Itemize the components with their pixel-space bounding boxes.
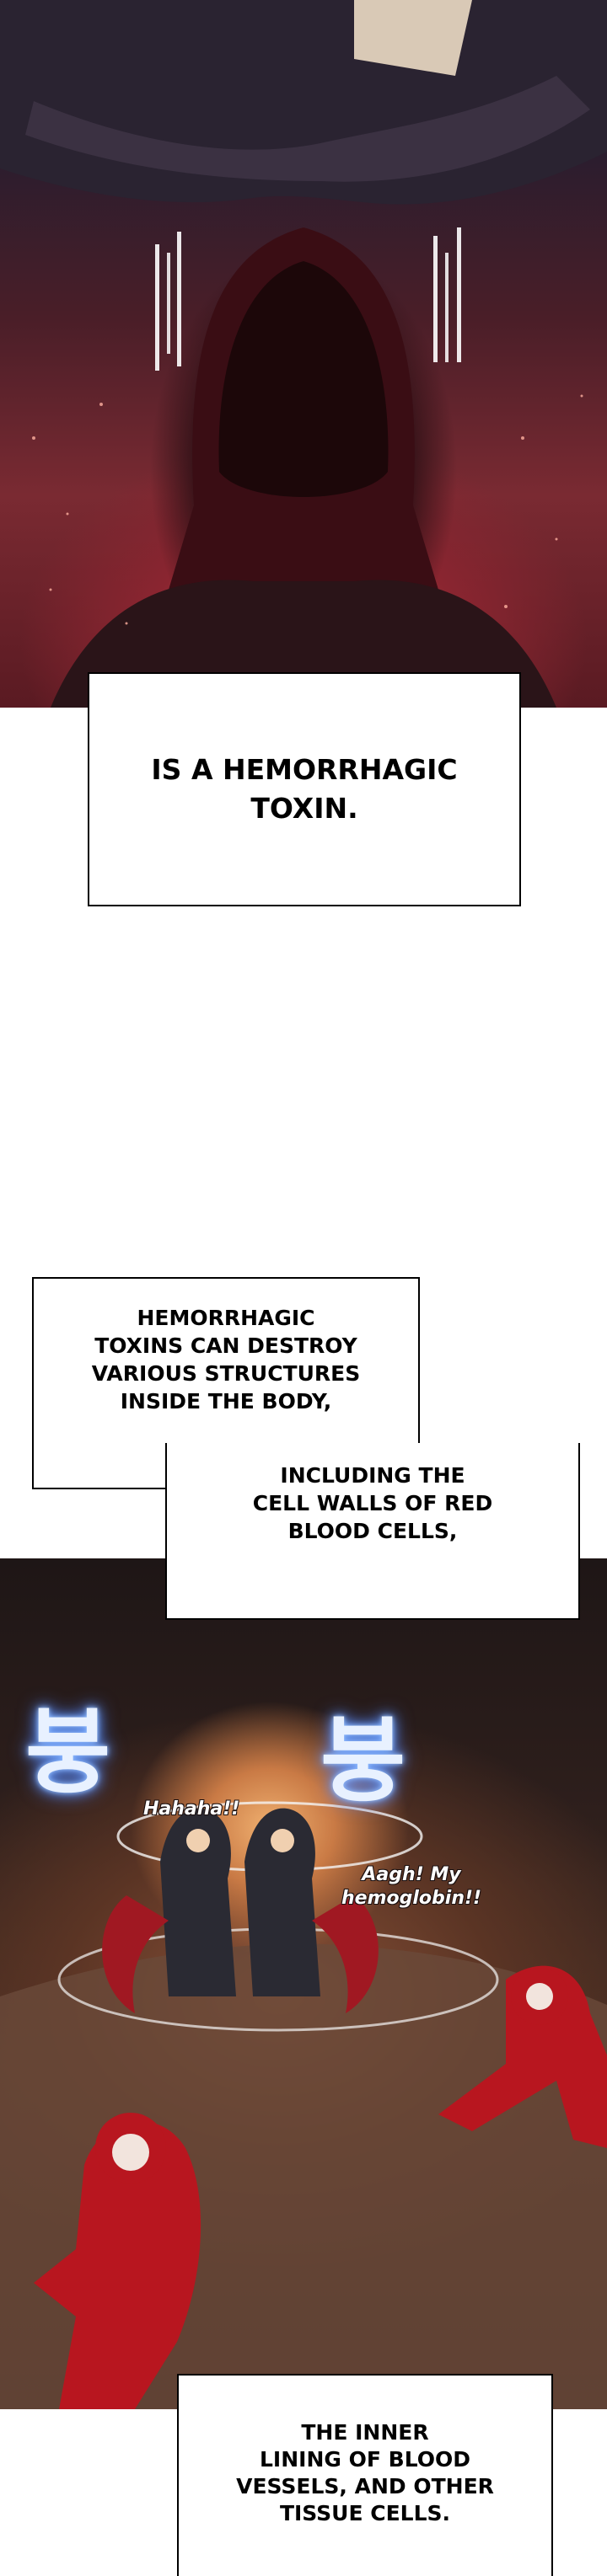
narration-text: THE INNER LINING OF BLOOD VESSELS, AND O…	[236, 2420, 494, 2525]
top-illustration-panel	[0, 0, 607, 708]
laugh-speech: Hahaha!!	[143, 1798, 240, 1820]
cry-speech: Aagh! My hemoglobin!!	[341, 1864, 482, 1909]
twin-figures	[160, 1808, 320, 1996]
cave-illustration-panel: 붕 붕 Hahaha!! Aagh! My hemoglobin!!	[0, 1558, 607, 2409]
narration-text: including the cell walls of red blood ce…	[252, 1463, 493, 1543]
narration-box-red-blood-cells: including the cell walls of red blood ce…	[165, 1443, 580, 1620]
narration-text: IS A HEMORRHAGIC TOXIN.	[151, 753, 458, 825]
whoosh-sfx-left: 붕	[25, 1698, 111, 1806]
whoosh-sfx-right: 붕	[320, 1707, 406, 1814]
narration-text: Hemorrhagic toxins can destroy various s…	[91, 1306, 361, 1414]
narration-box-hemorrhagic-toxin: IS A HEMORRHAGIC TOXIN.	[88, 672, 521, 906]
toxin-creatures-illustration	[0, 1801, 607, 2409]
hooded-figure-illustration	[0, 0, 607, 708]
narration-box-blood-vessels: THE INNER LINING OF BLOOD VESSELS, AND O…	[177, 2374, 553, 2576]
